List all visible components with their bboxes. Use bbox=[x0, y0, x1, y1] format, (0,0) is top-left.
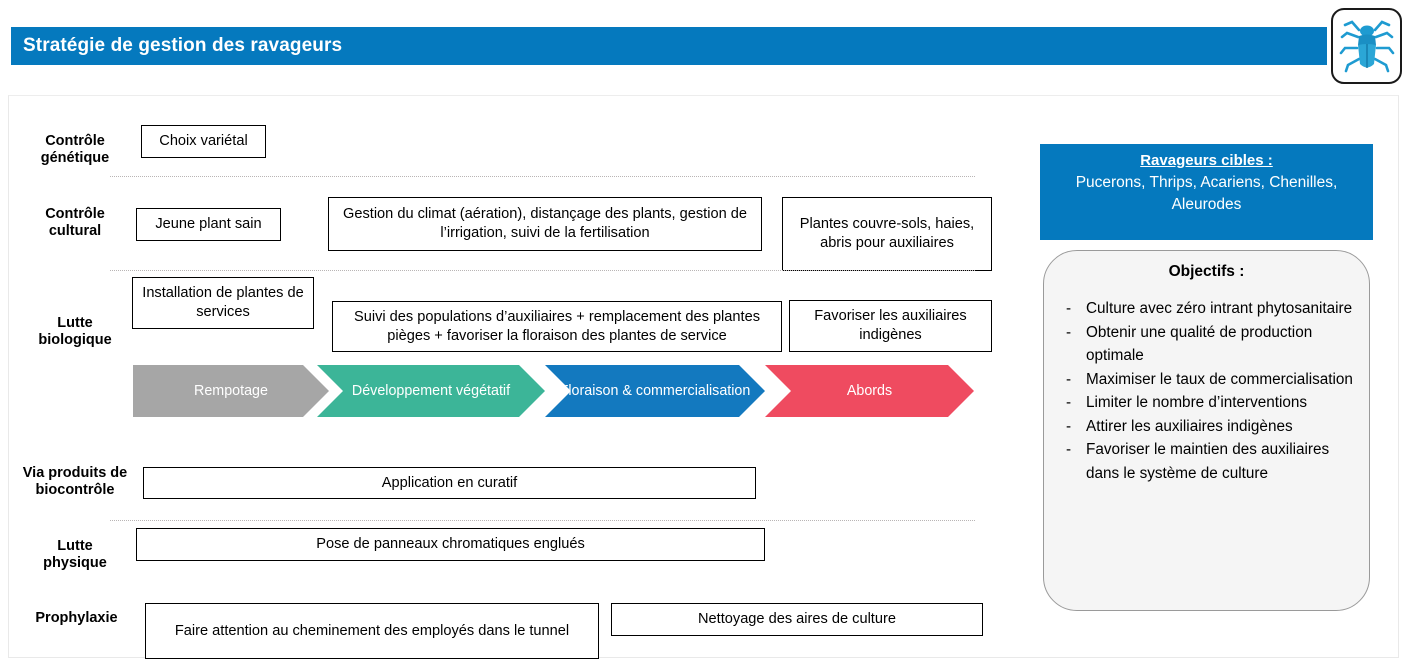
row-label-lutte-biologique: Lutte biologique bbox=[20, 315, 130, 349]
row-label-line2: génétique bbox=[40, 150, 110, 166]
box-pose-panneaux-chromatiques[interactable]: Pose de panneaux chromatiques englués bbox=[136, 528, 765, 561]
box-gestion-climat[interactable]: Gestion du climat (aération), distançage… bbox=[328, 197, 762, 251]
list-item: - Maximiser le taux de commercialisation bbox=[1058, 368, 1355, 392]
stage-label: Abords bbox=[846, 382, 893, 399]
list-item-label: Limiter le nombre d’interventions bbox=[1086, 394, 1308, 411]
row-label-line2: biologique bbox=[38, 332, 112, 348]
separator-2 bbox=[110, 270, 975, 271]
dash-bullet: - bbox=[1066, 370, 1072, 388]
row-label-line2: biocontrôle bbox=[35, 482, 115, 498]
box-suivi-populations-auxiliaires[interactable]: Suivi des populations d’auxiliaires + re… bbox=[332, 301, 782, 352]
row-label-controle-genetique: Contrôle génétique bbox=[20, 133, 130, 167]
stage-chevron-rempotage[interactable]: Rempotage bbox=[133, 365, 329, 417]
row-label-line2: cultural bbox=[48, 223, 102, 239]
row-label-line1: Lutte bbox=[57, 315, 93, 331]
row-label-line2: physique bbox=[43, 555, 107, 571]
goals-panel: Objectifs : - Culture avec zéro intrant … bbox=[1043, 250, 1370, 611]
box-nettoyage-aires-culture[interactable]: Nettoyage des aires de culture bbox=[611, 603, 983, 636]
stage-chevron-floraison-commercialisation[interactable]: Floraison & commercialisation bbox=[545, 365, 765, 417]
title-banner: Stratégie de gestion des ravageurs bbox=[11, 27, 1327, 65]
stage-label: Développement végétatif bbox=[351, 382, 511, 399]
list-item: - Favoriser le maintien des auxiliaires … bbox=[1058, 438, 1355, 485]
beetle-icon bbox=[1339, 20, 1394, 73]
box-faire-attention-cheminement[interactable]: Faire attention au cheminement des emplo… bbox=[145, 603, 599, 659]
row-label-line1: Via produits de bbox=[22, 465, 128, 481]
dash-bullet: - bbox=[1066, 394, 1072, 411]
box-installation-plantes-services[interactable]: Installation de plantes de services bbox=[132, 277, 314, 329]
box-choix-varietal[interactable]: Choix variétal bbox=[141, 125, 266, 158]
list-item-label: Obtenir une qualité de production optima… bbox=[1086, 323, 1313, 365]
dash-bullet: - bbox=[1066, 441, 1072, 458]
stage-label: Floraison & commercialisation bbox=[559, 382, 751, 399]
separator-3 bbox=[110, 520, 975, 521]
list-item-label: Favoriser le maintien des auxiliaires da… bbox=[1086, 441, 1330, 482]
pests-panel-list: Pucerons, Thrips, Acariens, Chenilles, A… bbox=[1075, 174, 1338, 213]
dash-bullet: - bbox=[1066, 417, 1072, 435]
row-label-prophylaxie: Prophylaxie bbox=[14, 610, 139, 627]
row-label-lutte-physique: Lutte physique bbox=[20, 538, 130, 572]
box-plantes-couvre-sols[interactable]: Plantes couvre-sols, haies, abris pour a… bbox=[782, 197, 992, 271]
row-label-line1: Lutte bbox=[57, 538, 93, 554]
page-title: Stratégie de gestion des ravageurs bbox=[23, 35, 343, 56]
list-item: - Culture avec zéro intrant phytosanitai… bbox=[1058, 297, 1355, 321]
list-item-label: Culture avec zéro intrant phytosanitaire bbox=[1086, 300, 1353, 317]
box-favoriser-auxiliaires-indigenes[interactable]: Favoriser les auxiliaires indigènes bbox=[789, 300, 992, 352]
pests-panel-title: Ravageurs cibles : bbox=[1140, 152, 1273, 169]
row-label-controle-cultural: Contrôle cultural bbox=[20, 206, 130, 240]
dash-bullet: - bbox=[1066, 323, 1072, 341]
stage-chevron-abords[interactable]: Abords bbox=[765, 365, 974, 417]
stage-label: Rempotage bbox=[194, 382, 268, 399]
row-label-line1: Contrôle bbox=[45, 133, 105, 149]
dash-bullet: - bbox=[1066, 300, 1072, 317]
box-jeune-plant-sain[interactable]: Jeune plant sain bbox=[136, 208, 281, 241]
goals-list: - Culture avec zéro intrant phytosanitai… bbox=[1058, 297, 1355, 485]
list-item-label: Attirer les auxiliaires indigènes bbox=[1086, 417, 1293, 435]
row-label-line1: Prophylaxie bbox=[35, 610, 118, 626]
list-item: - Limiter le nombre d’interventions bbox=[1058, 391, 1355, 415]
goals-panel-title: Objectifs : bbox=[1168, 263, 1245, 280]
list-item: - Attirer les auxiliaires indigènes bbox=[1058, 415, 1355, 439]
stage-chevron-developpement-vegetatif[interactable]: Développement végétatif bbox=[317, 365, 545, 417]
list-item-label: Maximiser le taux de commercialisation bbox=[1086, 370, 1353, 388]
row-label-via-produits-biocontrole: Via produits de biocontrôle bbox=[10, 465, 140, 499]
separator-1 bbox=[110, 176, 975, 177]
content-frame bbox=[8, 95, 1399, 658]
beetle-logo-box bbox=[1331, 8, 1402, 84]
row-label-line1: Contrôle bbox=[45, 206, 105, 222]
stage-chevron-band: Rempotage Développement végétatif Florai… bbox=[133, 365, 974, 417]
list-item: - Obtenir une qualité de production opti… bbox=[1058, 321, 1355, 368]
box-application-curatif[interactable]: Application en curatif bbox=[143, 467, 756, 499]
pests-panel: Ravageurs cibles : Pucerons, Thrips, Aca… bbox=[1040, 144, 1373, 240]
